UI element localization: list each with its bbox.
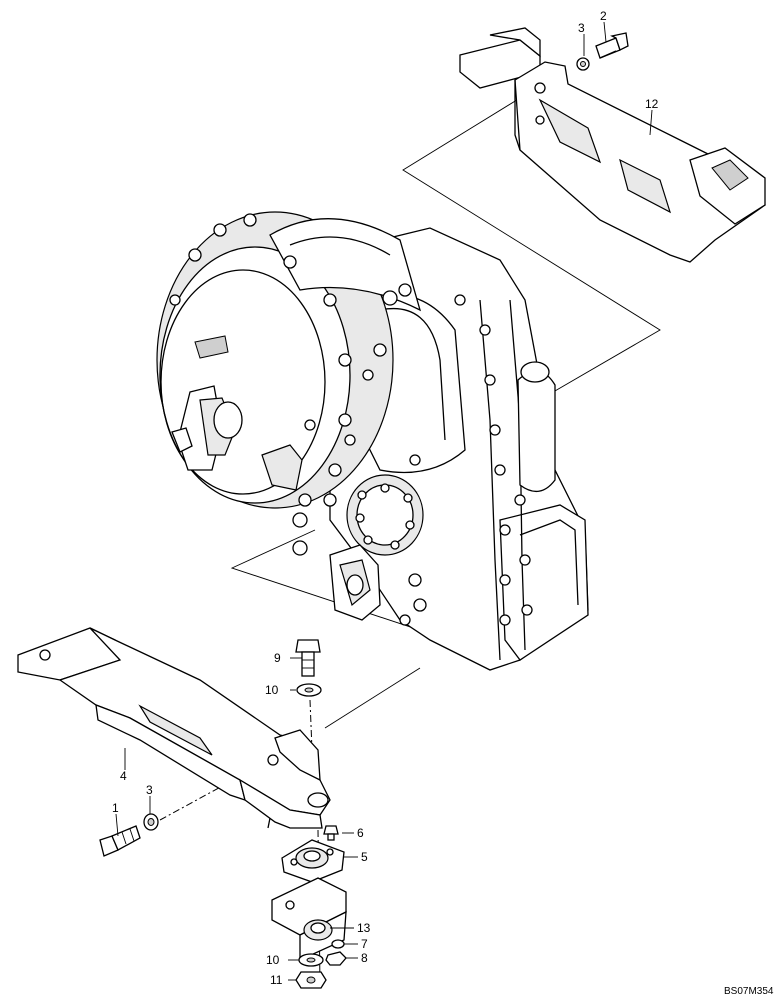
- callout-12: 12: [645, 97, 659, 111]
- washer-part-7: [331, 939, 345, 949]
- callout-5: 5: [361, 850, 368, 864]
- nut-part-8: [325, 951, 347, 966]
- callout-7: 7: [361, 937, 368, 951]
- mount-plate-part-5: [281, 839, 345, 883]
- callout-10-bottom: 10: [266, 953, 280, 967]
- transmission-assembly: [156, 211, 589, 671]
- callout-6: 6: [357, 826, 364, 840]
- washer-part-10-bottom: [298, 953, 324, 967]
- rear-bracket-part-12: [459, 27, 766, 263]
- callout-11: 11: [270, 973, 283, 987]
- callout-4: 4: [120, 769, 127, 783]
- callout-8: 8: [361, 951, 368, 965]
- front-bracket-part-4: [17, 627, 331, 829]
- bolt-part-2: [595, 32, 629, 59]
- callout-leaders: [115, 21, 653, 981]
- callout-3-bottom: 3: [146, 783, 153, 797]
- mount-bracket-part-13: [271, 877, 347, 962]
- callout-9: 9: [274, 651, 281, 665]
- drawing-code: BS07M354: [724, 986, 774, 997]
- callout-10-top: 10: [265, 683, 279, 697]
- callout-3-top: 3: [578, 21, 585, 35]
- nut-part-11: [295, 971, 327, 989]
- bolt-part-9: [295, 639, 321, 677]
- callout-13: 13: [357, 921, 371, 935]
- washer-part-3-bottom: [143, 813, 159, 831]
- callout-1: 1: [112, 801, 119, 815]
- callout-labels: 3 2 12 9 10 4 1 3 6 5 13 7 8 10 11: [112, 9, 659, 987]
- bolt-part-6: [323, 825, 339, 841]
- bolt-part-1: [99, 825, 141, 857]
- washer-part-10-top: [296, 683, 322, 697]
- callout-2: 2: [600, 9, 607, 23]
- washer-part-3-top: [576, 57, 590, 71]
